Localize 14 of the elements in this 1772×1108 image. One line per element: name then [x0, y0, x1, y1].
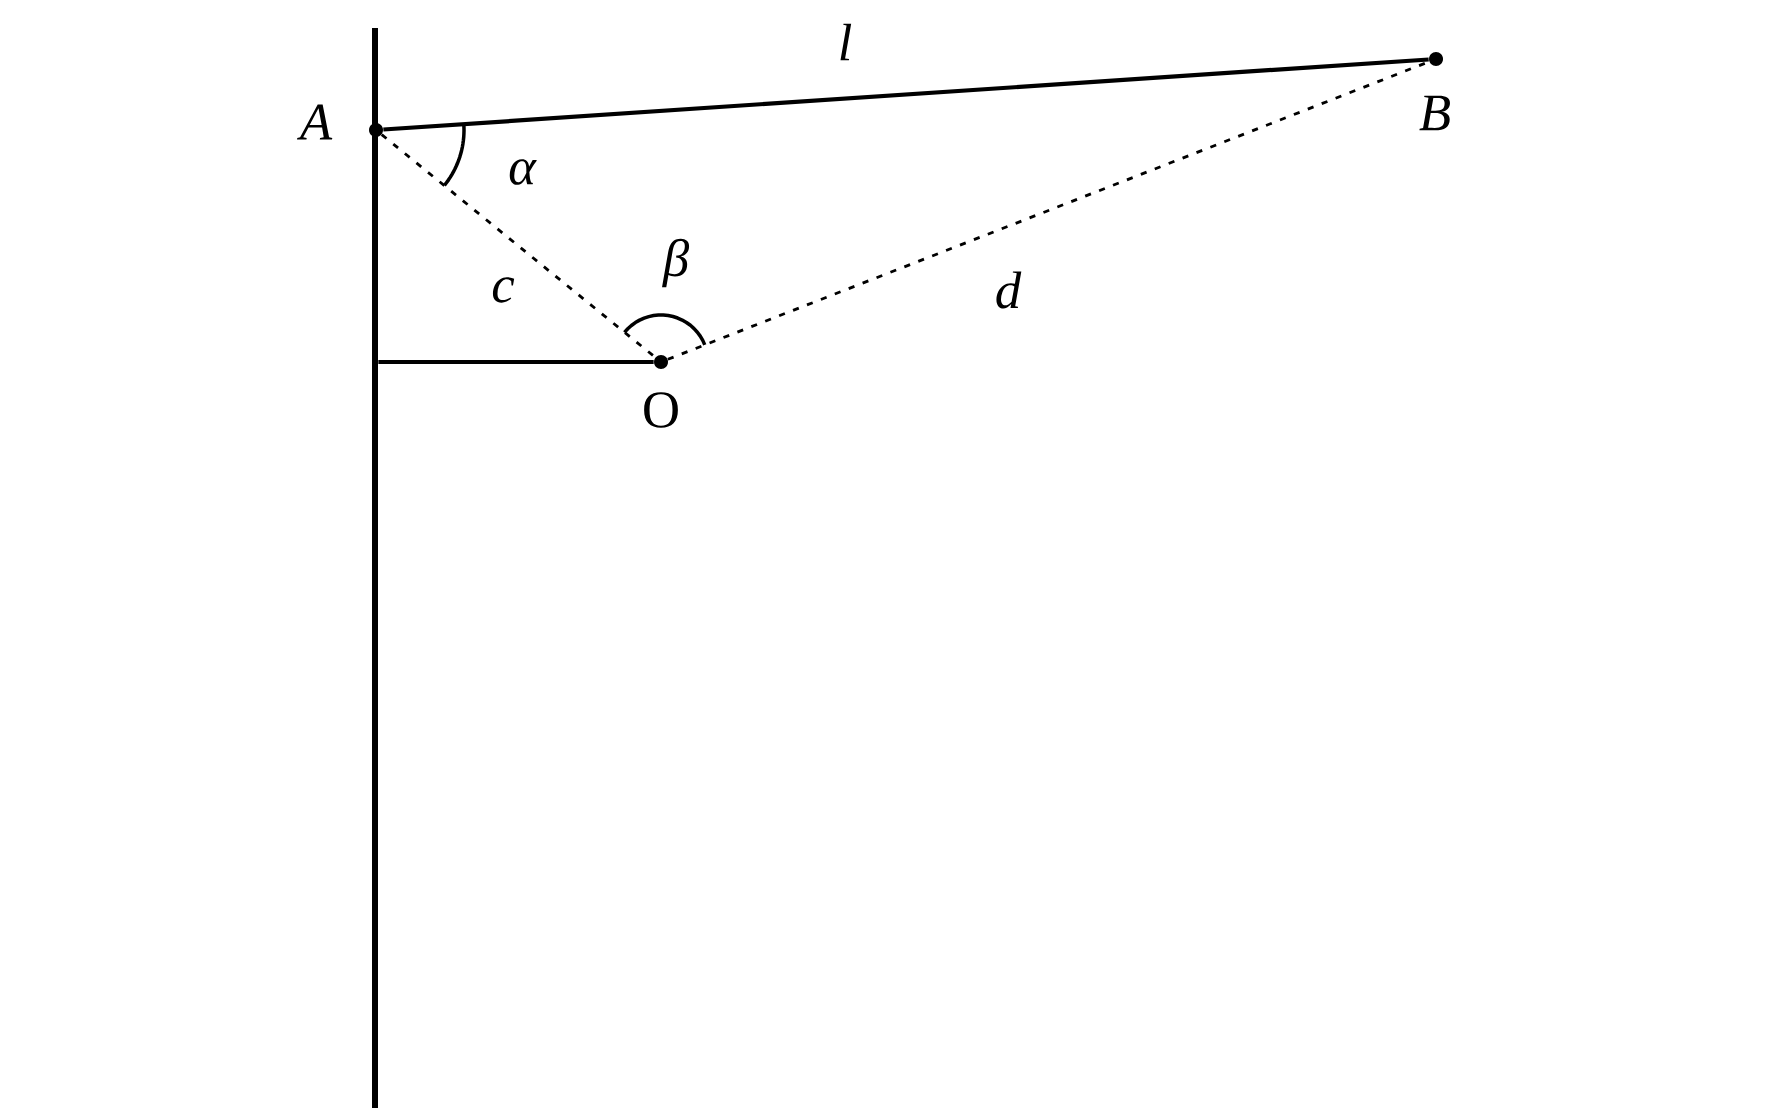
- line-segment: [378, 359, 654, 365]
- point-label: B: [1419, 95, 1450, 131]
- edge-label: l: [840, 23, 852, 61]
- point-label: O: [644, 392, 678, 428]
- point: [369, 123, 383, 137]
- line-segment: [380, 133, 657, 359]
- edge-label: c: [492, 277, 515, 303]
- point: [654, 355, 668, 369]
- line-segment: [383, 57, 1429, 132]
- point: [1429, 52, 1443, 66]
- angle-label: β: [662, 238, 690, 288]
- angle-label: α: [509, 159, 537, 185]
- edge-label: d: [996, 271, 1022, 309]
- point-label: A: [297, 104, 333, 140]
